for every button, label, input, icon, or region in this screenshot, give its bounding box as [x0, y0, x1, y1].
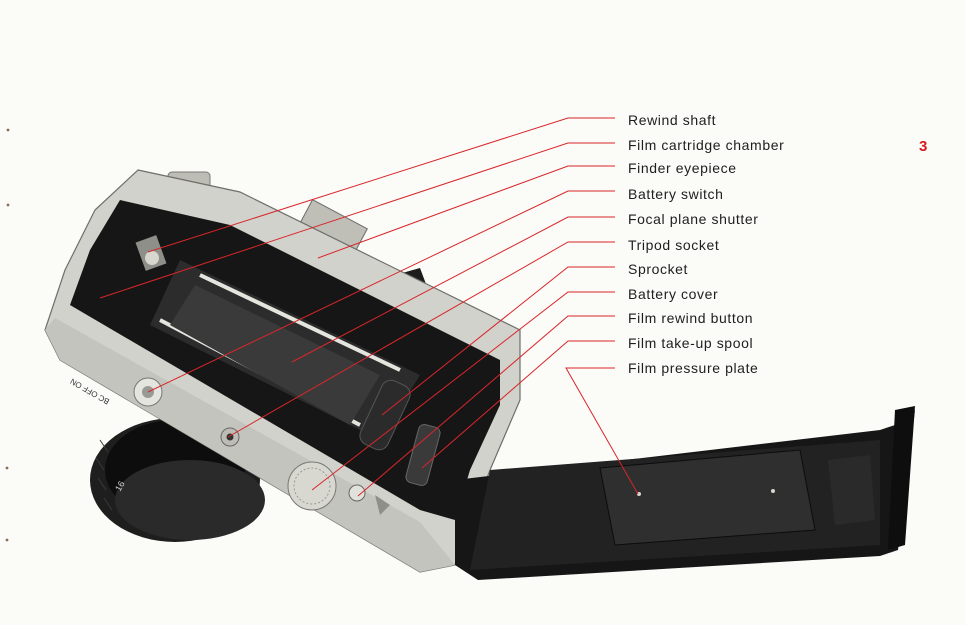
label-film-pressure-plate: Film pressure plate: [628, 360, 758, 376]
label-film-rewind-button: Film rewind button: [628, 310, 753, 326]
label-battery-switch: Battery switch: [628, 186, 724, 202]
label-focal-plane-shutter: Focal plane shutter: [628, 211, 758, 227]
label-tripod-socket: Tripod socket: [628, 237, 719, 253]
battery-cover: [288, 462, 336, 510]
label-film-cartridge-chamber: Film cartridge chamber: [628, 137, 784, 153]
label-rewind-shaft: Rewind shaft: [628, 112, 716, 128]
tripod-socket: [221, 428, 239, 446]
binder-marks: [6, 129, 10, 542]
page-number: 3: [919, 138, 927, 155]
back-door: [455, 406, 915, 580]
label-film-take-up-spool: Film take-up spool: [628, 335, 753, 351]
label-sprocket: Sprocket: [628, 261, 688, 277]
label-battery-cover: Battery cover: [628, 286, 718, 302]
leader-finder-eyepiece: [318, 166, 615, 258]
label-finder-eyepiece: Finder eyepiece: [628, 160, 737, 176]
